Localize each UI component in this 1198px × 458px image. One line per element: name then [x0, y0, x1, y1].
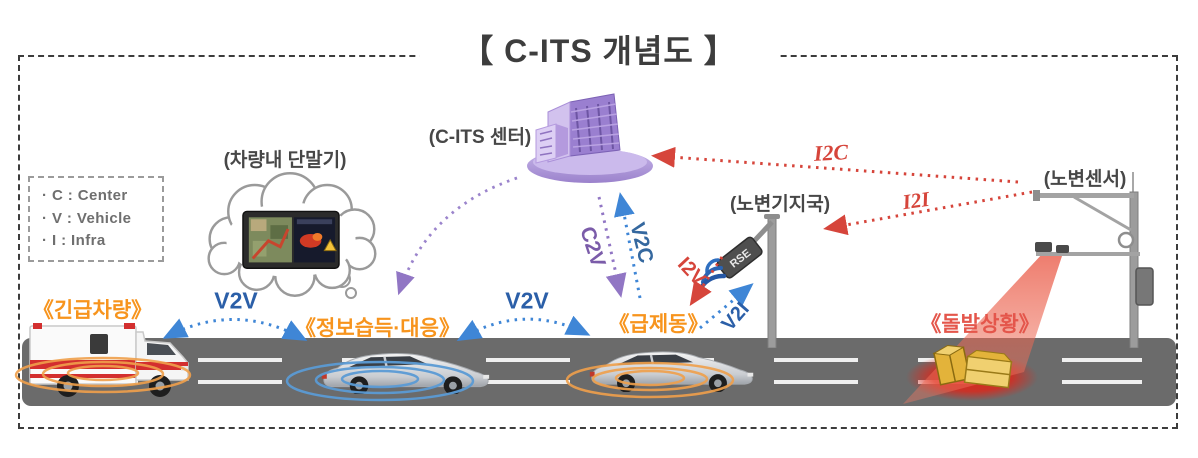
diagram-title: 【 C-ITS 개념도 】	[419, 24, 779, 74]
lane-marking-bottom	[54, 380, 1142, 384]
c-its-center-label: (C-ITS 센터)	[428, 127, 532, 148]
legend-item-vehicle: · V : Vehicle	[42, 209, 132, 227]
legend-item-infra: · I : Infra	[42, 232, 106, 249]
label-v2v-right: V2V	[505, 287, 549, 314]
lane-marking-top	[54, 358, 1142, 362]
label-i2c: I2C	[813, 139, 849, 166]
emergency-vehicle-label: 《긴급차량》	[32, 299, 153, 322]
in-vehicle-terminal-label: (차량내 단말기)	[223, 150, 347, 171]
roadside-station-label: (노변기지국)	[729, 194, 831, 215]
label-i2i: I2I	[900, 186, 931, 215]
label-v2v-left: V2V	[214, 287, 258, 314]
info-response-label: 《정보습득·대응》	[295, 317, 460, 340]
road	[22, 338, 1176, 406]
sudden-braking-label: 《급제동》	[608, 313, 709, 336]
roadside-sensor-label: (노변센서)	[1043, 169, 1127, 190]
legend-item-center: · C : Center	[42, 187, 128, 204]
incident-label: 《돌발상황》	[920, 313, 1040, 336]
legend-box: · C : Center · V : Vehicle · I : Infra	[28, 176, 164, 262]
